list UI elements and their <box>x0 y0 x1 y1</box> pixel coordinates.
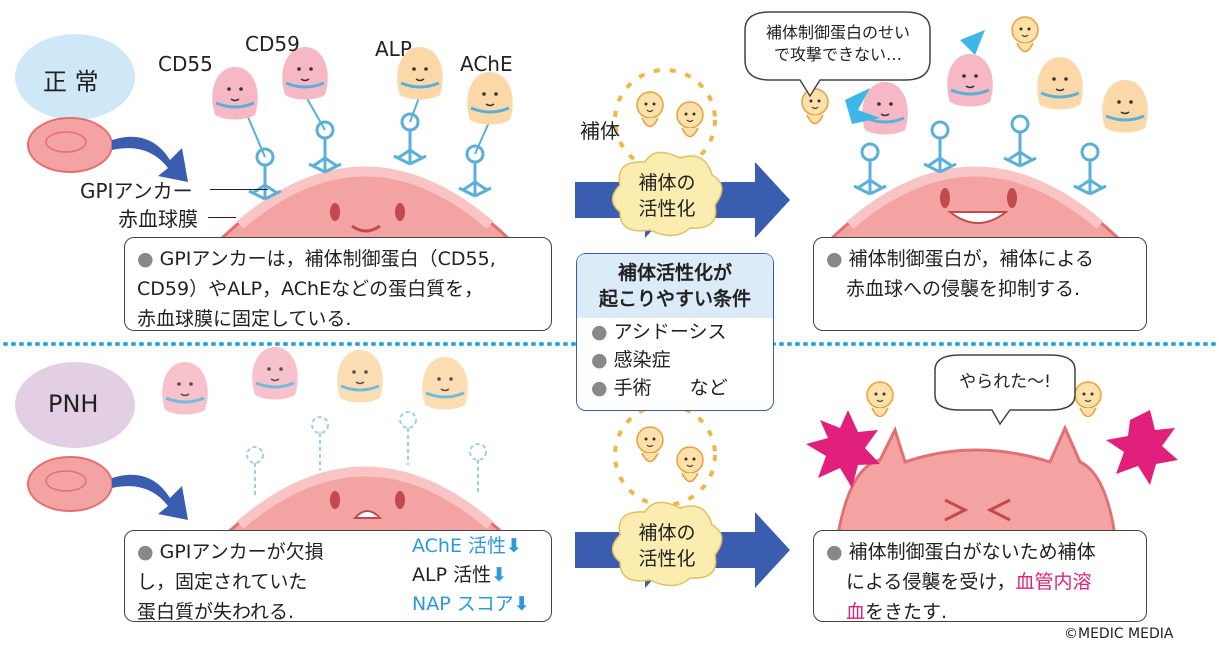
normal-result-line-2: 赤血球への侵襲を抑制する. <box>846 278 1081 300</box>
gpi-leader-line <box>210 189 268 190</box>
protein-cd55 <box>210 65 260 121</box>
membrane-label: 赤血球膜 <box>118 207 198 231</box>
curve-arrow-pnh <box>112 474 188 520</box>
burst-left <box>806 410 880 488</box>
small-rbc-pnh <box>27 456 113 512</box>
normal-description-box: ●GPIアンカーは，補体制御蛋白（CD55, CD59）やALP，AChEなどの… <box>124 237 552 331</box>
activation-text-normal: 補体の 活性化 <box>638 172 696 220</box>
lost-protein-4 <box>420 355 470 411</box>
membrane-leader-line <box>208 217 236 218</box>
conditions-title: 補体活性化が 起こりやすい条件 <box>577 254 773 318</box>
pnh-label-bg <box>15 362 135 448</box>
condition-item-acidosis: ●アシドーシス <box>591 321 727 343</box>
burst-right <box>1106 410 1178 485</box>
pnh-result-line-1: 補体制御蛋白がないため補体 <box>848 541 1096 563</box>
complement-2 <box>676 101 704 138</box>
protein-result-3 <box>1035 55 1085 111</box>
lost-protein-1 <box>160 360 210 416</box>
protein-result-2 <box>945 52 995 108</box>
protein-label-alp: ALP <box>375 37 412 61</box>
copyright: ©MEDIC MEDIA <box>1064 626 1174 642</box>
condition-item-infection: ●感染症 <box>591 349 671 371</box>
protein-label-cd59: CD59 <box>245 32 300 56</box>
pnh-row-label: PNH <box>48 390 99 418</box>
complement-3 <box>636 426 664 463</box>
pnh-desc-line-1: GPIアンカーが欠損 <box>159 541 324 563</box>
pnh-result-line-3: 血をきたす. <box>846 601 948 623</box>
complement-repelled-1 <box>801 88 829 125</box>
complement-attacker-2 <box>1074 381 1102 418</box>
down-arrow-icon: ⬇ <box>506 535 522 557</box>
normal-desc-line-3: 赤血球膜に固定している. <box>137 308 352 330</box>
down-arrow-icon: ⬇ <box>513 593 530 615</box>
effect-nap: NAP スコア⬇ <box>412 590 530 619</box>
pnh-desc-line-2: し，固定されていた <box>137 571 308 593</box>
activation-cloud-normal <box>611 151 723 237</box>
complement-1 <box>636 91 664 128</box>
complement-attacker-1 <box>866 381 894 418</box>
curve-arrow-normal <box>112 136 188 182</box>
lost-protein-2 <box>250 345 300 401</box>
normal-result-line-1: 補体制御蛋白が，補体による <box>848 248 1094 270</box>
complement-label: 補体 <box>580 119 620 143</box>
activation-text-pnh: 補体の 活性化 <box>638 522 696 570</box>
normal-result-box: ●補体制御蛋白が，補体による 赤血球への侵襲を抑制する. <box>813 237 1147 331</box>
normal-row-label: 正 常 <box>43 68 99 96</box>
speech-bubble-pnh <box>934 354 1076 426</box>
normal-desc-line-2: CD59）やALP，AChEなどの蛋白質を， <box>137 278 484 300</box>
conditions-box: 補体活性化が 起こりやすい条件 ●アシドーシス ●感染症 ●手術 など <box>576 253 774 411</box>
activation-cloud-pnh <box>611 501 723 587</box>
protein-label-cd55: CD55 <box>158 52 213 76</box>
complement-repelled-2 <box>1011 16 1039 53</box>
pnh-description-box: ●GPIアンカーが欠損 し，固定されていた 蛋白質が失われる. <box>124 530 552 623</box>
pnh-effects-list: AChE 活性⬇ ALP 活性⬇ NAP スコア⬇ <box>412 532 530 619</box>
gpi-anchor-label: GPIアンカー <box>80 179 193 203</box>
pnh-desc-line-3: 蛋白質が失われる. <box>137 601 295 623</box>
normal-speech-text: 補体制御蛋白のせい で攻撃できない… <box>765 23 910 64</box>
complement-4 <box>676 446 704 483</box>
protein-result-1 <box>860 80 910 136</box>
condition-item-surgery: ●手術 など <box>591 377 728 399</box>
effect-alp: ALP 活性⬇ <box>412 561 530 590</box>
small-rbc-normal <box>27 117 113 173</box>
pnh-result-box: ●補体制御蛋白がないため補体 による侵襲を受け，血管内溶 血をきたす. <box>813 530 1147 623</box>
protein-result-4 <box>1100 78 1150 134</box>
pnh-result-line-2: による侵襲を受け，血管内溶 <box>846 571 1092 593</box>
lost-protein-3 <box>335 348 385 404</box>
normal-desc-line-1: GPIアンカーは，補体制御蛋白（CD55, <box>159 248 496 270</box>
protein-ache <box>465 70 515 126</box>
down-arrow-icon: ⬇ <box>491 564 508 586</box>
protein-label-ache: AChE <box>460 52 513 76</box>
speech-bubble-normal <box>744 11 931 98</box>
normal-label-bg <box>15 34 135 120</box>
effect-ache: AChE 活性⬇ <box>412 532 530 561</box>
pnh-speech-text: やられた〜! <box>959 372 1051 392</box>
